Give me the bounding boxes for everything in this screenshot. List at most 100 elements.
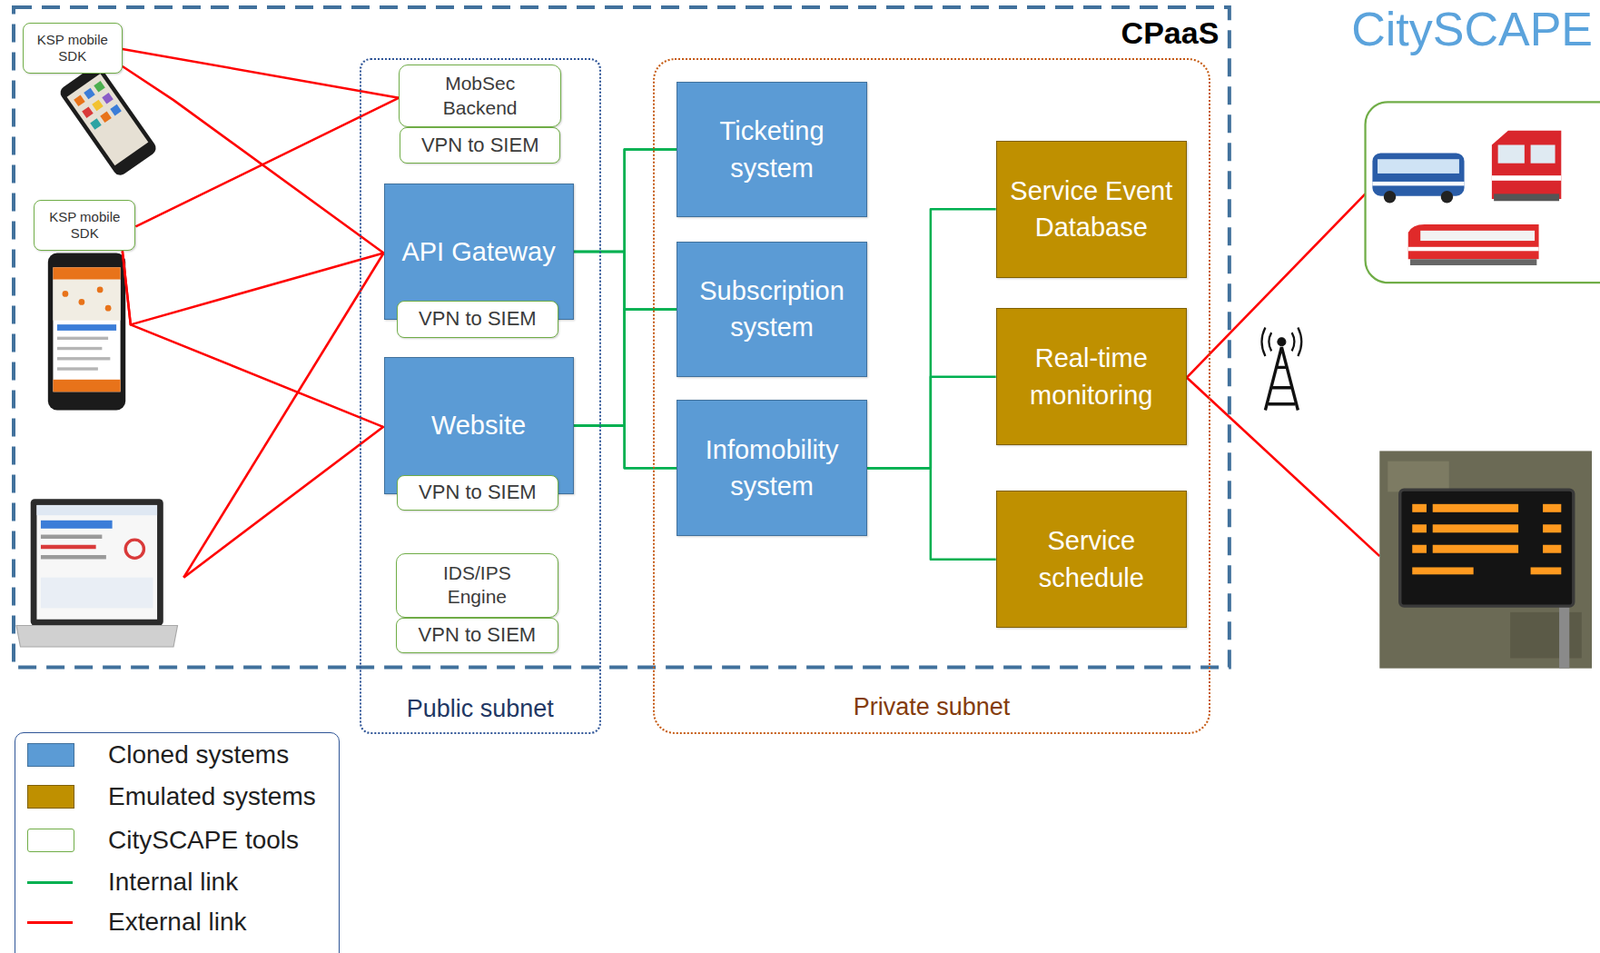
internal-link [867,467,997,560]
led-row [1530,566,1562,574]
cloned-system-box: Ticketing system [676,81,868,218]
phone-body [48,253,126,411]
train-window [1498,144,1525,163]
node-label: VPN to SIEM [418,306,537,331]
antenna-mast [1264,346,1298,411]
vpn-tool-box: VPN to SIEM [399,127,560,163]
led-row [1412,566,1473,574]
map-area [52,279,120,321]
node-label: KSP mobile SDK [39,208,129,242]
led-row [1412,503,1427,513]
train-body [1491,130,1561,199]
led-row [1432,503,1519,513]
sdk-tool-box: KSP mobile SDK [22,22,123,74]
board-panel [1400,489,1574,606]
legend-label: External link [108,907,247,937]
private-subnet-region: Private subnet Ticketing systemSubscripti… [652,58,1211,734]
web-panel [40,577,154,609]
bus-wheel [1383,190,1396,203]
node-label: Service Event Database [1004,172,1179,247]
external-link [122,250,385,325]
laptop-screen [36,504,158,620]
internal-link [573,308,678,425]
antenna-icon [1261,327,1302,411]
external-link [122,49,400,99]
internal-link [867,208,997,468]
node-label: Ticketing system [684,112,860,187]
phone-screen [67,73,149,166]
app-icon [83,88,96,100]
vpn-tool-box: VPN to SIEM [396,300,559,337]
node-label: Private subnet [853,691,1011,721]
internal-link [573,251,678,468]
laptop-lid [30,498,164,625]
legend-label: Cloned systems [108,740,289,770]
legend-row: Internal link [15,866,339,898]
internal-link [573,149,678,426]
map-dot [97,286,104,294]
vpn-tool-box: VPN to SIEM [395,617,559,653]
external-link-line [1186,193,1366,377]
node-label: KSP mobile SDK [29,31,117,65]
radio-waves [1261,327,1302,356]
app-icon [93,80,106,93]
tram-stripe [1408,246,1540,251]
cloned-system-box: Subscription system [676,241,868,376]
node-label: MobSec Backend [419,71,541,120]
map-dot [79,298,86,306]
app-toolbar [57,324,117,331]
cloud-platform-region: CPaaSKSP mobile SDKKSP mobile SDKPublic … [11,5,1232,669]
bus-stripe [1372,181,1464,186]
phone-illustration [48,253,126,411]
internal-link [573,425,678,469]
app-icon [89,118,102,130]
legend-line-sample [27,880,73,884]
security-tool-box: MobSec BackendVPN to SIEM [398,64,562,129]
node-label: Service schedule [1004,522,1179,596]
app-footer [52,379,120,392]
external-link [122,66,385,253]
emulated-system-box: Service Event Database [996,140,1187,278]
stone-patch [1387,461,1449,493]
legend-row: Cloned systems [15,739,339,771]
external-link-line [183,425,384,577]
train-stripe [1491,175,1561,181]
led-row [1432,544,1519,554]
bus-body [1372,152,1464,196]
list-row [57,356,110,360]
legend-line-sample [27,920,73,924]
app-icon [73,95,86,108]
legend-box: Cloned systemsEmulated systemsCitySCAPE … [14,731,340,953]
legend-row: Emulated systems [15,780,339,812]
tram-body [1408,224,1540,259]
map-dot [105,305,112,312]
node-label: Website [431,406,526,445]
node-label: CPaaS [1121,14,1220,52]
node-label: Public subnet [406,693,554,723]
app-icon [109,104,122,117]
app-header [52,266,120,279]
cloned-system-box: Infomobility system [676,399,868,535]
node-label: VPN to SIEM [418,480,537,504]
led-row [1412,523,1427,533]
vehicles-frame [1365,101,1600,283]
display-board-illustration [1379,450,1592,668]
external-link-line [183,253,384,578]
legend-row: External link [15,906,339,938]
node-label: Subscription system [684,272,860,346]
title-holder: CitySCAPE [1351,1,1593,57]
app-icon [91,99,104,112]
vehicles-illustration [1365,101,1600,283]
stone-wall [1379,450,1592,668]
internal-link [573,149,678,252]
web-banner [40,520,113,529]
web-line [40,534,102,539]
app-icon [99,111,112,124]
list-row [57,336,109,340]
sdk-tool-box: KSP mobile SDK [33,199,136,251]
legend-swatch [27,742,75,767]
legend-swatch [27,828,75,852]
security-tool-box: IDS/IPS EngineVPN to SIEM [395,553,559,618]
node-label: Real-time monitoring [1004,339,1179,414]
